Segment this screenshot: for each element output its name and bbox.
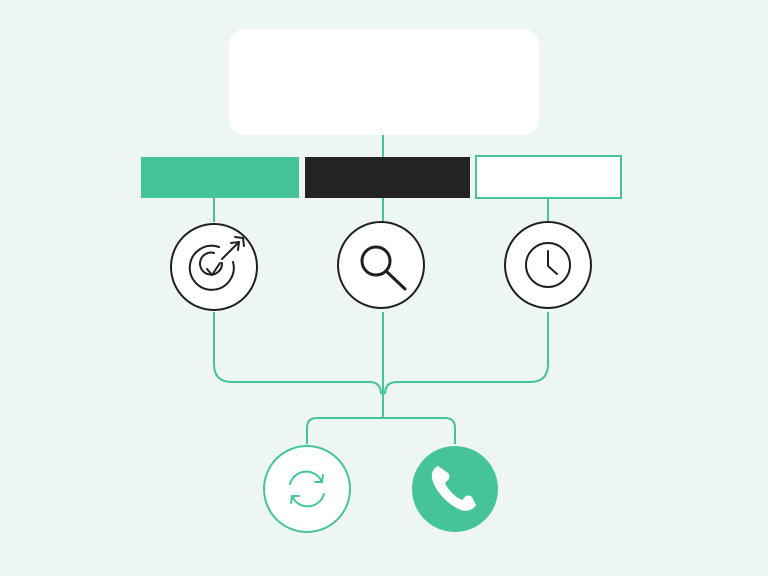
phone-icon xyxy=(412,446,498,532)
clock-icon xyxy=(504,221,592,309)
category-bar-2 xyxy=(305,157,470,198)
target-arrow-icon xyxy=(170,223,258,311)
refresh-icon xyxy=(263,445,351,533)
category-bar-3 xyxy=(475,155,622,199)
magnifier-icon xyxy=(337,221,425,309)
title-card xyxy=(229,29,539,135)
connector-lines xyxy=(213,134,549,444)
category-bar-1 xyxy=(141,157,299,198)
